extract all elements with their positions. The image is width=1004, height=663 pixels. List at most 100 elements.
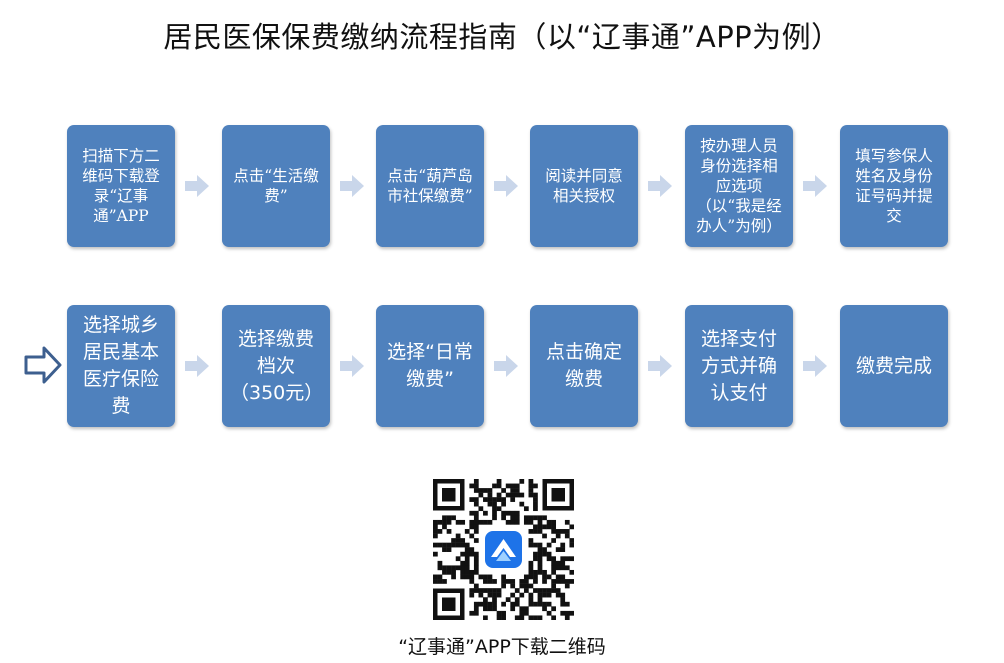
qr-module: [446, 547, 452, 552]
qr-module: [537, 565, 543, 571]
qr-module: [528, 479, 534, 484]
qr-module: [555, 592, 561, 598]
qr-module: [464, 547, 470, 552]
qr-module: [528, 565, 534, 571]
qr-module: [460, 560, 466, 566]
qr-module: [483, 574, 488, 580]
qr-module: [551, 529, 557, 534]
qr-module: [551, 615, 557, 620]
qr-module: [514, 492, 520, 498]
qr-module: [505, 483, 511, 489]
qr-module: [442, 519, 447, 525]
qr-module: [551, 606, 557, 612]
qr-module: [528, 492, 534, 498]
qr-module: [537, 515, 543, 521]
qr-module: [487, 588, 493, 593]
qr-module: [469, 579, 475, 584]
qr-module: [446, 569, 452, 575]
qr-module: [537, 615, 543, 620]
qr-module: [492, 597, 497, 603]
qr-module: [464, 574, 470, 580]
qr-module: [496, 610, 502, 616]
qr-module: [528, 601, 534, 607]
qr-module: [442, 542, 447, 548]
qr-module: [533, 601, 538, 607]
qr-module: [433, 551, 438, 557]
qr-module: [533, 588, 538, 593]
qr-module: [514, 519, 520, 525]
qr-module: [442, 565, 447, 571]
qr-module: [528, 569, 534, 575]
qr-module: [473, 556, 479, 562]
right-arrow-icon: [185, 355, 209, 377]
qr-module: [460, 542, 466, 548]
qr-module: [478, 519, 484, 525]
qr-module: [555, 529, 561, 534]
qr-module: [483, 588, 488, 593]
qr-module: [464, 560, 470, 566]
qr-module: [505, 597, 511, 603]
qr-module: [519, 492, 525, 498]
qr-module: [492, 606, 497, 612]
qr-module: [555, 579, 561, 584]
qr-module: [478, 506, 484, 512]
qr-module: [546, 574, 552, 580]
qr-module: [533, 551, 538, 557]
qr-module: [433, 579, 438, 584]
qr-module: [437, 579, 443, 584]
qr-module: [442, 569, 447, 575]
qr-module: [487, 492, 493, 498]
qr-module: [501, 501, 506, 507]
qr-module: [528, 597, 534, 603]
qr-module: [496, 497, 502, 502]
qr-module: [551, 569, 557, 575]
qr-module: [501, 515, 506, 521]
qr-module: [483, 601, 488, 607]
qr-module: [501, 488, 506, 493]
qr-module: [455, 556, 461, 562]
qr-module: [528, 529, 534, 534]
qr-module: [510, 606, 516, 612]
qr-module: [523, 606, 529, 612]
qr-module: [523, 579, 529, 584]
qr-module: [569, 610, 574, 616]
qr-module: [510, 592, 516, 598]
qr-module: [473, 497, 479, 502]
qr-module: [546, 542, 552, 548]
qr-module: [560, 556, 566, 562]
qr-module: [492, 601, 497, 607]
qr-module: [469, 592, 475, 598]
qr-module: [555, 574, 561, 580]
qr-module: [492, 588, 497, 593]
qr-module: [478, 588, 484, 593]
step-6: 填写参保人姓名及身份证号码并提交: [840, 125, 948, 247]
qr-module: [492, 510, 497, 516]
right-arrow-icon: [803, 355, 827, 377]
qr-module: [487, 601, 493, 607]
qr-module: [451, 565, 456, 571]
qr-module: [496, 615, 502, 620]
qr-module: [510, 497, 516, 502]
qr-code-icon[interactable]: [433, 479, 574, 620]
step-8: 选择缴费档次（350元）: [222, 305, 330, 427]
step-11: 选择支付方式并确认支付: [685, 305, 793, 427]
qr-module: [433, 574, 438, 580]
qr-module: [451, 574, 456, 580]
qr-module: [514, 483, 520, 489]
qr-module: [473, 601, 479, 607]
right-arrow-icon: [648, 355, 672, 377]
qr-module: [560, 574, 566, 580]
qr-module: [533, 542, 538, 548]
qr-module: [473, 569, 479, 575]
qr-module: [533, 497, 538, 502]
qr-module: [492, 592, 497, 598]
qr-module: [542, 551, 547, 557]
qr-module: [469, 510, 475, 516]
flow-row-2: 选择城乡居民基本医疗保险费 选择缴费档次（350元） 选择“日常缴费” 点击确定…: [0, 305, 1004, 427]
qr-module: [537, 542, 543, 548]
qr-module: [469, 569, 475, 575]
qr-module: [492, 515, 497, 521]
qr-module: [510, 492, 516, 498]
qr-module: [464, 569, 470, 575]
qr-module: [460, 569, 466, 575]
